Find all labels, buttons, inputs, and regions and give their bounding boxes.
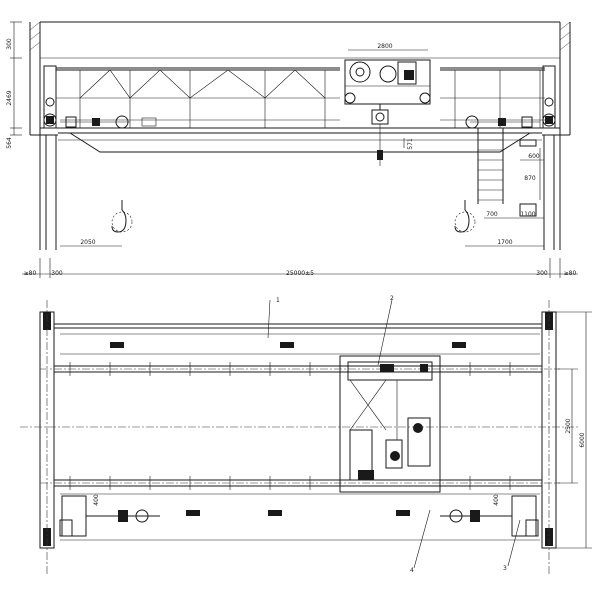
end-carriage-plan-right bbox=[541, 300, 557, 575]
callout-2: 2 bbox=[390, 295, 394, 302]
dim-ladder-offset-a: 700 bbox=[486, 211, 498, 218]
dim-rail-right: 300 bbox=[536, 270, 548, 277]
dim-wheel-right: 400 bbox=[493, 494, 500, 506]
callout-leaders bbox=[267, 299, 521, 569]
dim-ladder-height: 870 bbox=[524, 175, 536, 182]
plan-girder-bottom bbox=[40, 479, 560, 487]
dim-wheel-base: 6000 bbox=[579, 432, 586, 447]
dim-wall-left: ≥80 bbox=[24, 270, 37, 277]
walkway-railing-right bbox=[440, 67, 545, 128]
dim-end-height: 564 bbox=[6, 137, 13, 149]
dim-ladder-width: 600 bbox=[528, 153, 540, 160]
dim-hook-offset: 571 bbox=[407, 138, 414, 150]
travel-drive-right bbox=[465, 115, 540, 129]
building-wall-right bbox=[542, 21, 571, 250]
end-carriage-plan-left bbox=[39, 300, 55, 575]
plan-view: 1 2 3 4 2500 6000 400 400 bbox=[20, 295, 592, 575]
dim-rail-left: 300 bbox=[51, 270, 63, 277]
dim-trolley-track: 2500 bbox=[565, 418, 572, 433]
dim-trolley-gauge: 2800 bbox=[377, 43, 392, 50]
dim-girder-height: 2469 bbox=[6, 90, 13, 105]
dim-upper-height: 300 bbox=[6, 38, 13, 50]
walkway-railing-left bbox=[56, 67, 340, 128]
hook-icon bbox=[111, 200, 133, 233]
plan-trolley bbox=[339, 355, 441, 493]
dim-wall-right: ≥80 bbox=[564, 270, 577, 277]
callout-1: 1 bbox=[276, 297, 280, 304]
plan-travel-drive-left bbox=[59, 495, 160, 537]
plan-walkway-bottom bbox=[60, 493, 540, 541]
end-carriage-left bbox=[43, 65, 57, 129]
access-ladder bbox=[477, 128, 537, 217]
elevation-view: 300 2469 564 2800 571 600 870 700 1100 2… bbox=[6, 21, 578, 278]
crab-trolley bbox=[344, 59, 431, 166]
end-carriage-right bbox=[542, 65, 556, 129]
dim-hook-approach-left: 2050 bbox=[80, 239, 95, 246]
dim-wheel-left: 400 bbox=[93, 494, 100, 506]
plan-girder-top bbox=[40, 365, 560, 373]
dim-ladder-offset-b: 1100 bbox=[520, 211, 535, 218]
dimension-lines-plan bbox=[556, 311, 592, 549]
dim-span: 25000±5 bbox=[286, 270, 314, 277]
dimension-lines-elevation bbox=[10, 21, 578, 278]
girder-fasteners bbox=[69, 362, 511, 490]
travel-drive-left bbox=[60, 115, 157, 129]
plan-railing-top bbox=[54, 323, 542, 355]
dim-hook-approach-right: 1700 bbox=[497, 239, 512, 246]
callout-4: 4 bbox=[410, 567, 414, 574]
hook-icon bbox=[454, 200, 476, 233]
building-wall-left bbox=[29, 21, 58, 250]
callout-3: 3 bbox=[503, 565, 507, 572]
plan-travel-drive-right bbox=[440, 495, 539, 537]
